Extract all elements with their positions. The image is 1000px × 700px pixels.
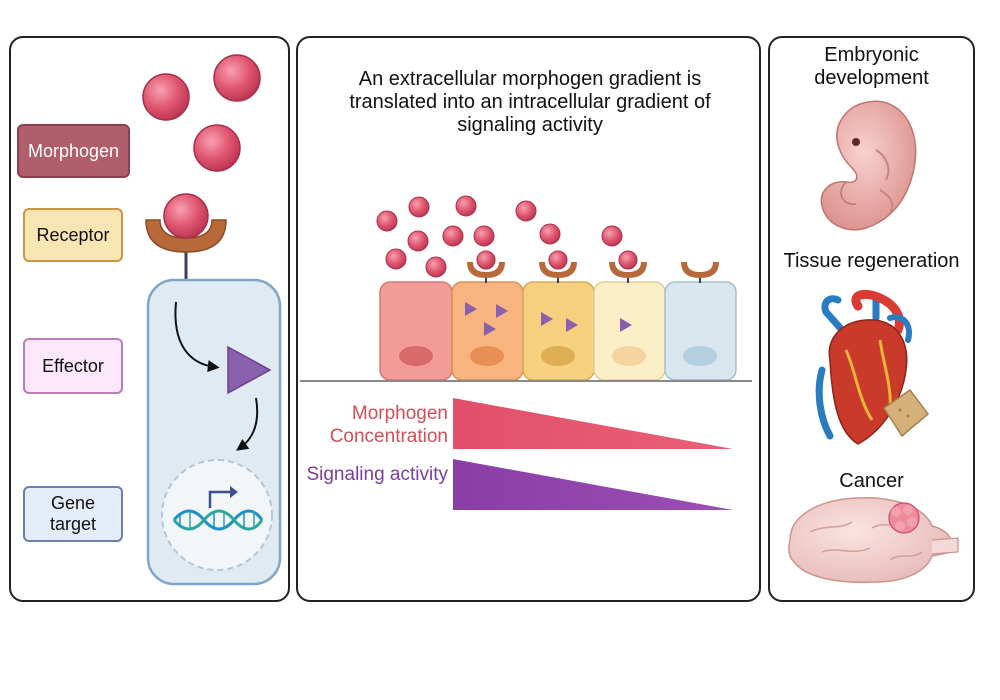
free-morphogens [142,54,261,172]
morphogen-gradient-wedge [453,398,733,449]
cell-nucleus [470,346,504,366]
heart-icon [815,289,930,445]
morphogen-icon [163,193,209,239]
embryo-icon [820,100,917,231]
morphogen-concentration-label: Morphogen Concentration [329,403,448,447]
cell-nucleus [683,346,717,366]
panel-headline: An extracellular morphogen gradient is t… [349,68,711,136]
signal-arrow-icon [174,301,220,373]
cell-receptors [467,250,719,283]
legend-effector: Effector [23,338,123,394]
cell-nucleus [612,346,646,366]
morphogen-icon [142,73,190,121]
cell-row [379,281,737,381]
embryonic-development-label: Embryonic development [814,44,929,89]
morphogen-icon [213,54,261,102]
legend-receptor: Receptor [23,208,123,262]
signaling-gradient-wedge [453,459,733,510]
legend-receptor-label: Receptor [36,224,110,245]
signal-arrow-icon [236,397,259,451]
legend-effector-label: Effector [42,355,104,376]
cell-nucleus [399,346,433,366]
tumor-icon [888,502,920,534]
legend-morphogen-label: Morphogen [27,140,120,161]
bandage-icon [882,388,930,438]
cell-nucleus [541,346,575,366]
nucleus [161,459,273,571]
legend-gene-target-label: Gene target [49,493,97,534]
intracellular-effectors [465,302,632,336]
effector-icon [227,345,272,395]
cancer-label: Cancer [839,470,904,492]
tissue-regeneration-label: Tissue regeneration [783,250,960,272]
legend-morphogen: Morphogen [17,124,130,178]
receptor-icon [145,193,227,285]
legend-gene-target: Gene target [23,486,123,542]
morphogen-icon [193,124,241,172]
signaling-activity-label: Signaling activity [306,464,448,485]
extracellular-morphogens [376,195,623,278]
brain-tumor-icon [788,497,959,584]
dna-icon [172,486,264,531]
